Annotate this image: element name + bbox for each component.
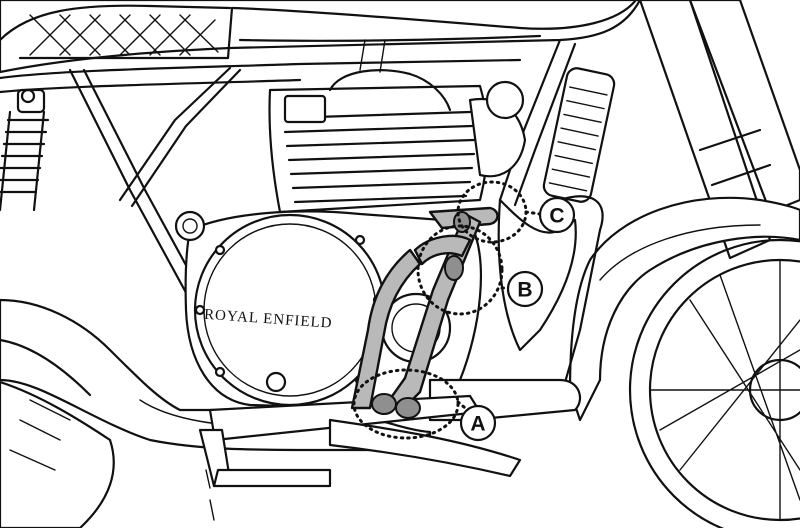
highlight-area-a [352, 368, 460, 440]
rear-shock [0, 88, 50, 212]
cylinder [268, 39, 527, 214]
side-stand [198, 428, 332, 521]
callout-b: B [506, 270, 544, 308]
callout-a: A [459, 404, 497, 442]
highlight-circles [352, 180, 542, 440]
callout-c-label: C [549, 205, 564, 228]
front-end [497, 0, 800, 528]
seat-and-tank [0, 0, 642, 74]
crankcase: ROYAL ENFIELD [174, 210, 483, 410]
callout-b-label: B [517, 279, 532, 302]
callout-a-label: A [470, 413, 485, 436]
engine-guard-bar [350, 206, 499, 419]
callout-c: C [538, 196, 576, 234]
highlight-area-b [416, 224, 504, 316]
